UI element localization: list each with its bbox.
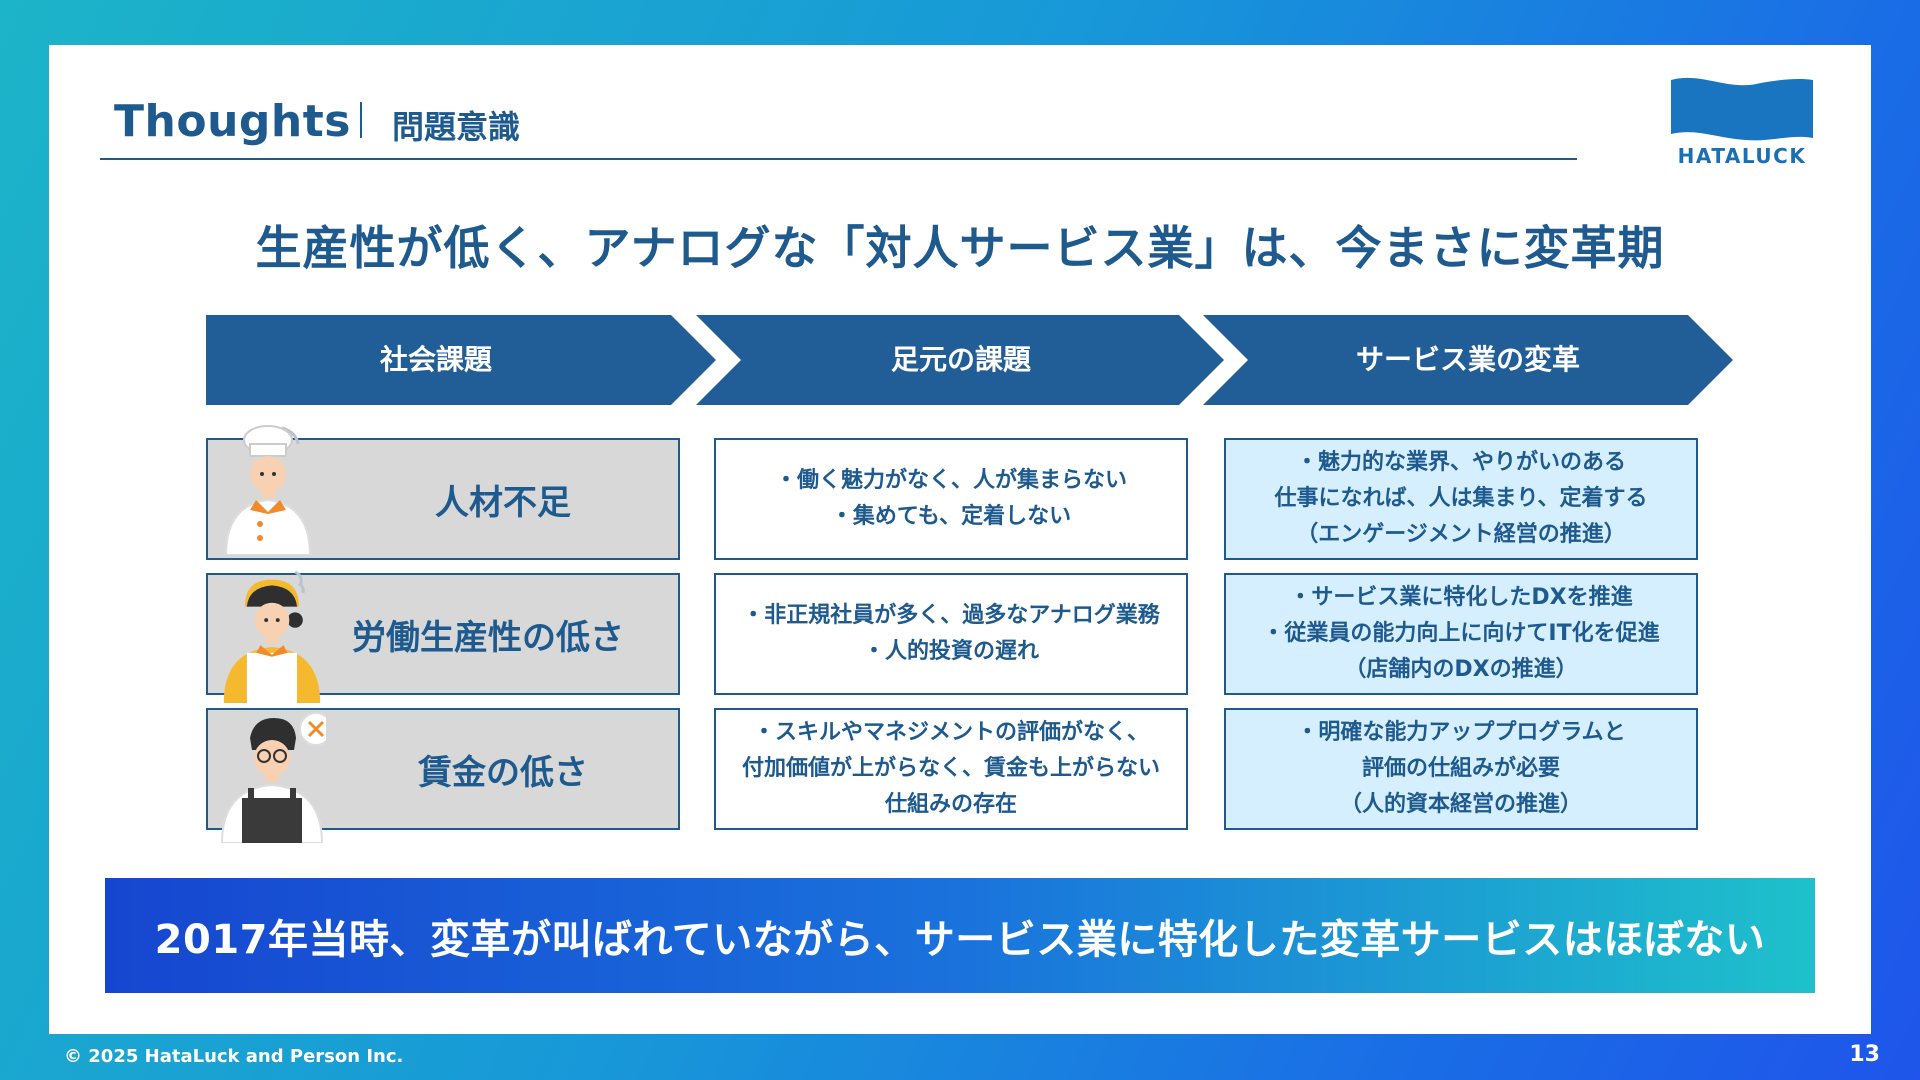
problem-box-3: ・スキルやマネジメントの評価がなく、 付加価値が上がらなく、賃金も上がらない 仕… xyxy=(714,708,1188,830)
problem-line: 仕組みの存在 xyxy=(884,792,1017,817)
problem-line: ・非正規社員が多く、過多なアナログ業務 xyxy=(742,603,1160,628)
reform-line: 評価の仕組みが必要 xyxy=(1361,756,1560,781)
reform-box-1: ・魅力的な業界、やりがいのある 仕事になれば、人は集まり、定着する （エンゲージ… xyxy=(1224,438,1698,560)
copyright: © 2025 HataLuck and Person Inc. xyxy=(64,1046,404,1067)
issue-box-low-productivity: 労働生産性の低さ xyxy=(206,573,680,695)
issue-box-talent-shortage: 人材不足 xyxy=(206,438,680,560)
chef-person-icon xyxy=(224,425,312,555)
problem-line: ・スキルやマネジメントの評価がなく、 xyxy=(752,720,1149,745)
reform-box-3: ・明確な能力アッププログラムと 評価の仕組みが必要 （人的資本経営の推進） xyxy=(1224,708,1698,830)
waiter-person-icon xyxy=(220,712,326,843)
headline: 生産性が低く、アナログな「対人サービス業」は、今まさに変革期 xyxy=(255,221,1665,275)
reform-line: ・従業員の能力向上に向けてIT化を促進 xyxy=(1262,621,1660,646)
problem-box-2: ・非正規社員が多く、過多なアナログ業務 ・人的投資の遅れ xyxy=(714,573,1188,695)
header-rule xyxy=(100,158,1577,160)
column-label-service-reform: サービス業の変革 xyxy=(1355,343,1580,376)
column-label-social-issue: 社会課題 xyxy=(379,343,492,376)
problem-box-1: ・働く魅力がなく、人が集まらない ・集めても、定着しない xyxy=(714,438,1188,560)
problem-line: ・集めても、定着しない xyxy=(830,504,1072,529)
issue-label: 人材不足 xyxy=(435,482,571,523)
reform-line: （店舗内のDXの推進） xyxy=(1344,657,1578,682)
title-separator xyxy=(360,102,362,138)
reform-line: （エンゲージメント経営の推進） xyxy=(1296,522,1626,547)
problem-line: 付加価値が上がらなく、賃金も上がらない xyxy=(741,756,1160,781)
reform-line: （人的資本経営の推進） xyxy=(1339,792,1582,817)
chevron-service-reform xyxy=(1203,315,1733,405)
column-label-current-issue: 足元の課題 xyxy=(890,343,1031,376)
logo-text: HATALUCK xyxy=(1677,144,1807,168)
problem-line: ・働く魅力がなく、人が集まらない xyxy=(774,468,1127,493)
reform-line: ・魅力的な業界、やりがいのある xyxy=(1295,450,1626,475)
problem-line: ・人的投資の遅れ xyxy=(862,639,1039,664)
reform-line: ・サービス業に特化したDXを推進 xyxy=(1289,585,1633,610)
conclusion-banner: 2017年当時、変革が叫ばれていながら、サービス業に特化した変革サービスはほぼな… xyxy=(105,878,1815,993)
staff-person-icon xyxy=(223,570,321,703)
issue-label: 労働生産性の低さ xyxy=(352,617,624,658)
reform-line: 仕事になれば、人は集まり、定着する xyxy=(1274,486,1648,511)
issue-label: 賃金の低さ xyxy=(418,752,588,793)
reform-box-2: ・サービス業に特化したDXを推進 ・従業員の能力向上に向けてIT化を促進 （店舗… xyxy=(1224,573,1698,695)
hataluck-flag-logo-icon xyxy=(1671,77,1813,141)
chevron-current-issue xyxy=(696,315,1224,405)
reform-line: ・明確な能力アッププログラムと xyxy=(1296,720,1626,745)
page-number: 13 xyxy=(1849,1042,1880,1067)
page-subtitle: 問題意識 xyxy=(392,108,521,146)
page-title: Thoughts xyxy=(114,96,351,147)
chevron-social-issue xyxy=(206,315,716,405)
